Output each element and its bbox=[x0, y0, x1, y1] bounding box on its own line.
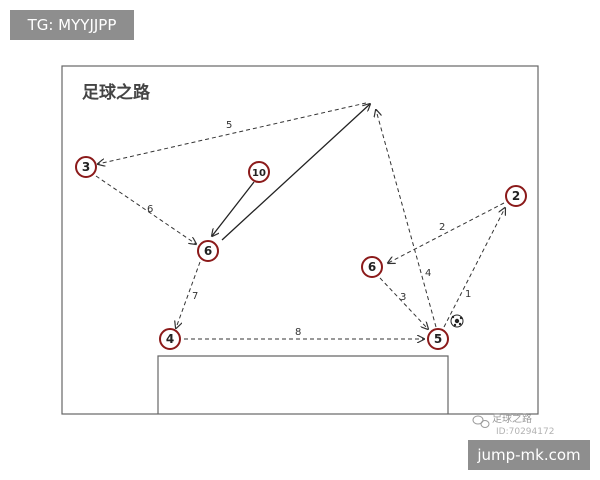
pass-arrow-7 bbox=[176, 261, 201, 328]
pass-arrow-2 bbox=[388, 202, 505, 263]
pass-label-2: 2 bbox=[439, 222, 445, 233]
pass-label-4: 4 bbox=[425, 268, 431, 279]
player-2: 2 bbox=[505, 185, 527, 207]
svg-text:6: 6 bbox=[204, 244, 212, 258]
svg-text:4: 4 bbox=[166, 332, 174, 346]
channel-tag: TG: MYYJJPP bbox=[10, 10, 134, 40]
svg-text:3: 3 bbox=[82, 160, 90, 174]
pass-arrow-1 bbox=[443, 208, 505, 328]
pass-label-6: 6 bbox=[147, 204, 153, 215]
pass-label-8: 8 bbox=[295, 327, 301, 338]
football-icon bbox=[450, 314, 464, 328]
diagram-title: 足球之路 bbox=[82, 82, 151, 103]
wechat-watermark: 足球之路 ID:70294172 bbox=[472, 412, 554, 437]
pass-arrow-6 bbox=[95, 175, 196, 244]
pass-label-1: 1 bbox=[465, 289, 471, 300]
player-3: 3 bbox=[75, 156, 97, 178]
player-6-left: 6 bbox=[197, 240, 219, 262]
pass-label-5: 5 bbox=[226, 120, 232, 131]
watermark-name: 足球之路 bbox=[492, 412, 532, 425]
run-arrow-10-to-6 bbox=[212, 181, 255, 236]
svg-text:2: 2 bbox=[512, 189, 520, 203]
field-border bbox=[61, 65, 539, 415]
player-4: 4 bbox=[159, 328, 181, 350]
penalty-box bbox=[157, 355, 449, 414]
pass-label-7: 7 bbox=[192, 291, 198, 302]
player-6-right: 6 bbox=[361, 256, 383, 278]
pass-arrow-4 bbox=[376, 110, 437, 328]
run-arrow-6-up bbox=[221, 104, 370, 241]
wechat-logo-icon bbox=[472, 415, 490, 428]
svg-text:6: 6 bbox=[368, 260, 376, 274]
pass-label-3: 3 bbox=[400, 292, 406, 303]
watermark-id: ID:70294172 bbox=[496, 427, 554, 437]
player-10: 10 bbox=[248, 161, 270, 183]
pass-arrow-5 bbox=[98, 102, 367, 164]
svg-text:10: 10 bbox=[252, 168, 266, 179]
player-5: 5 bbox=[427, 328, 449, 350]
svg-text:5: 5 bbox=[434, 332, 442, 346]
pass-arrow-3 bbox=[379, 277, 428, 329]
site-tag: jump-mk.com bbox=[468, 440, 590, 470]
